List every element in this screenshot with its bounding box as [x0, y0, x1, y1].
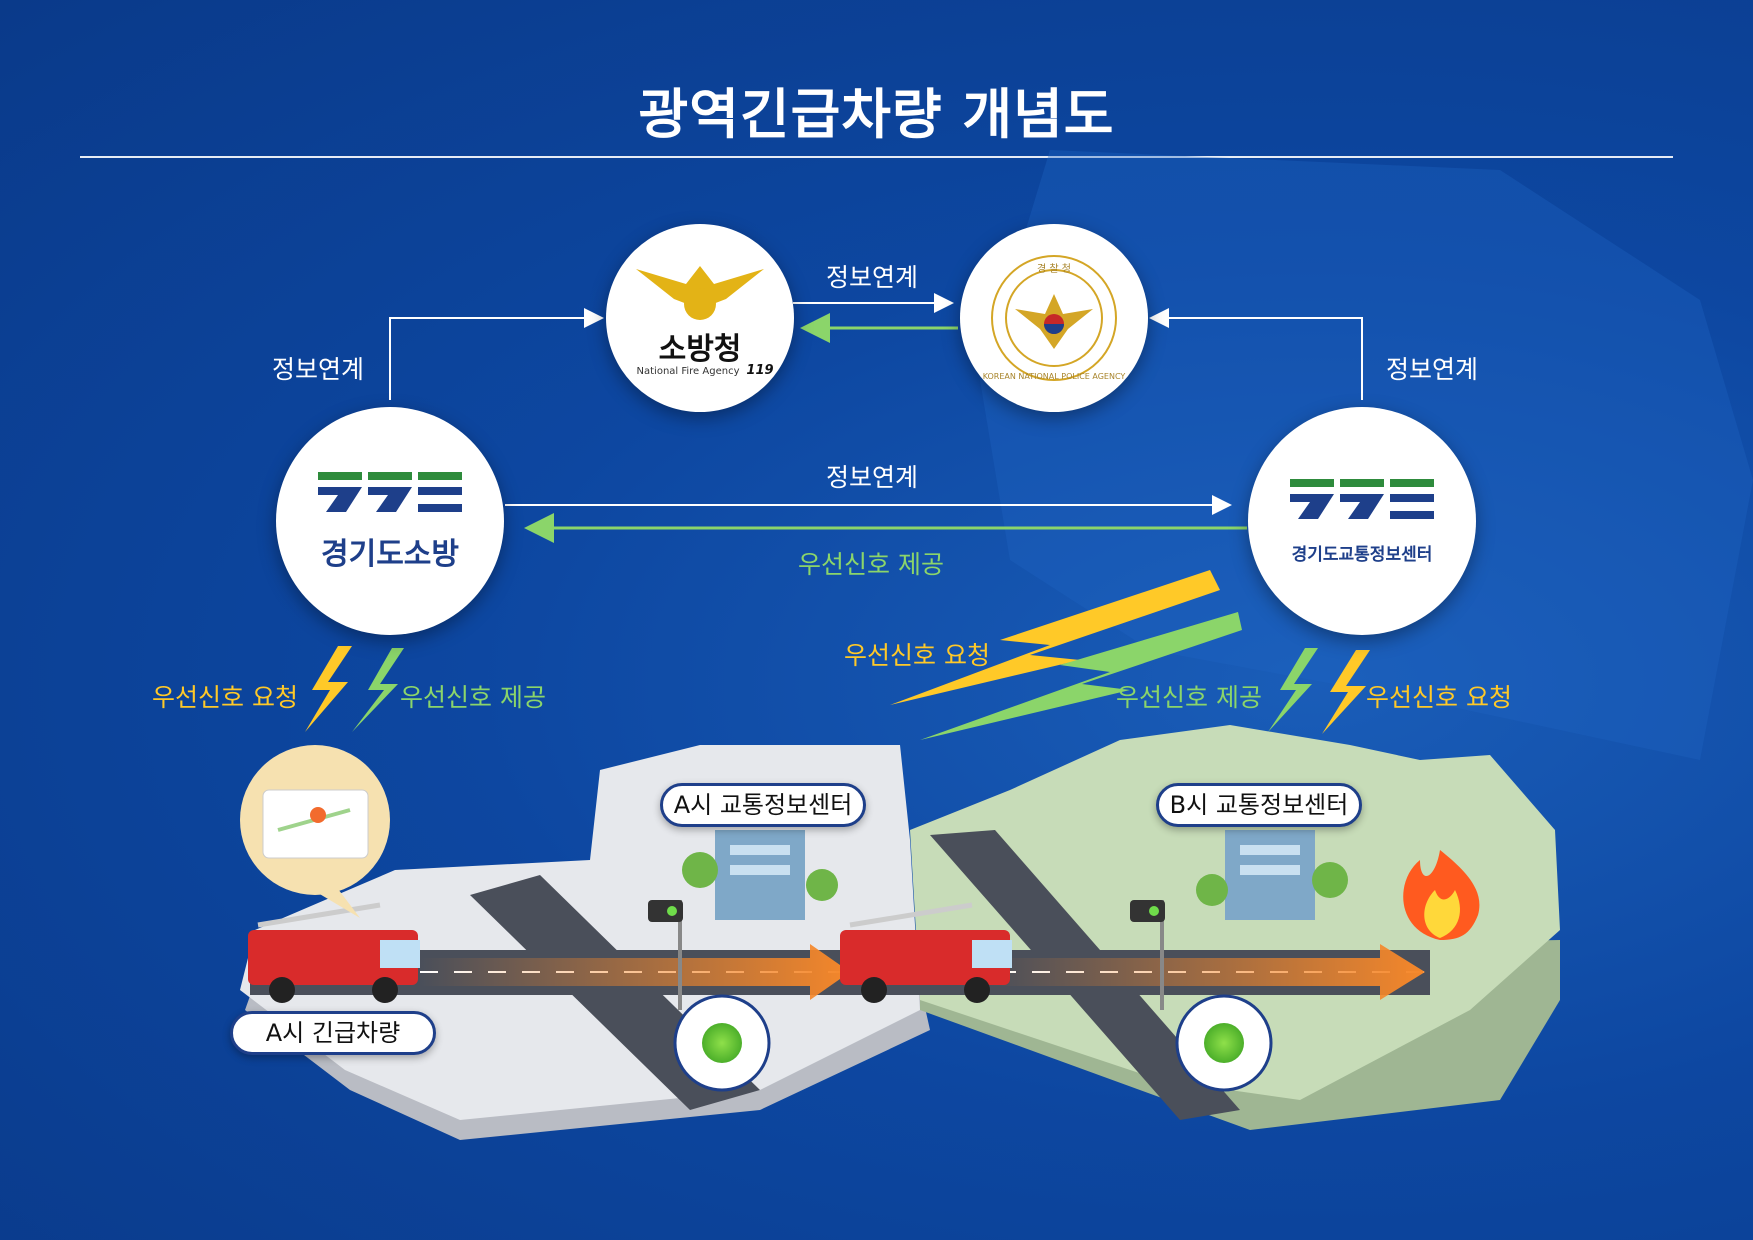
label-left-request: 우선신호 요청 [152, 683, 298, 712]
label-info-link-middle: 정보연계 [826, 463, 919, 492]
bolt-left-green [352, 648, 404, 732]
pill-b-traffic-center: B시 교통정보센터 [1156, 783, 1362, 827]
page-title: 광역긴급차량 개념도 [638, 83, 1115, 146]
label-info-link-top: 정보연계 [826, 263, 919, 292]
label-center-request: 우선신호 요청 [844, 641, 990, 670]
label-priority-provide-middle: 우선신호 제공 [798, 550, 944, 579]
bolt-right-green [1268, 648, 1318, 732]
building-a [682, 830, 838, 920]
bolt-center-green [920, 612, 1242, 740]
gyeonggi-logo-icon [318, 472, 462, 512]
pill-a-traffic-center: A시 교통정보센터 [660, 783, 866, 827]
traffic-light-b [1130, 900, 1165, 1010]
gyeonggi-traffic-node: 경기도교통정보센터 [1248, 407, 1476, 635]
bolt-left-yellow [305, 646, 352, 732]
signal-bubble-a [673, 994, 771, 1092]
gyeonggi-traffic-name: 경기도교통정보센터 [1291, 545, 1433, 565]
fire-agency-name: 소방청 [658, 332, 742, 367]
connector-traffic-to-police [1149, 308, 1363, 400]
fire-agency-subtitle: National Fire Agency [636, 366, 740, 377]
route-arrow-b [990, 944, 1425, 1000]
police-emblem-icon [991, 255, 1117, 381]
pill-a-emergency-vehicle: A시 긴급차량 [230, 1011, 436, 1055]
signal-bubble-b [1175, 994, 1273, 1092]
fire-icon [1403, 850, 1480, 940]
connector-fire-to-agency [389, 308, 604, 400]
label-info-link-left: 정보연계 [272, 355, 365, 384]
building-b [1196, 830, 1348, 920]
title-divider [80, 156, 1673, 158]
gyeonggi-fire-node: 경기도소방 [276, 407, 504, 635]
label-right-provide: 우선신호 제공 [1116, 683, 1262, 712]
fire-truck-b [840, 902, 1012, 1003]
fire-truck-a [248, 902, 420, 1003]
route-arrow-a [420, 944, 850, 1000]
police-agency-node: 경 찰 청 KOREAN NATIONAL POLICE AGENCY [960, 224, 1148, 412]
label-right-request: 우선신호 요청 [1366, 683, 1512, 712]
bolt-right-yellow [1322, 650, 1370, 734]
police-top-text: 경 찰 청 [1037, 264, 1071, 275]
bolt-center-yellow [890, 570, 1220, 705]
police-ring-text: KOREAN NATIONAL POLICE AGENCY [982, 372, 1126, 381]
eagle-emblem-icon [636, 266, 764, 320]
fire-agency-node: 소방청 National Fire Agency 119 [606, 224, 794, 412]
gyeonggi-logo-icon [1290, 479, 1434, 519]
label-info-link-right: 정보연계 [1386, 355, 1479, 384]
traffic-light-a [648, 900, 683, 1010]
navigation-bubble [240, 745, 390, 918]
fire-agency-mark: 119 [746, 363, 774, 378]
label-left-provide: 우선신호 제공 [400, 683, 546, 712]
gyeonggi-fire-name: 경기도소방 [321, 537, 459, 572]
